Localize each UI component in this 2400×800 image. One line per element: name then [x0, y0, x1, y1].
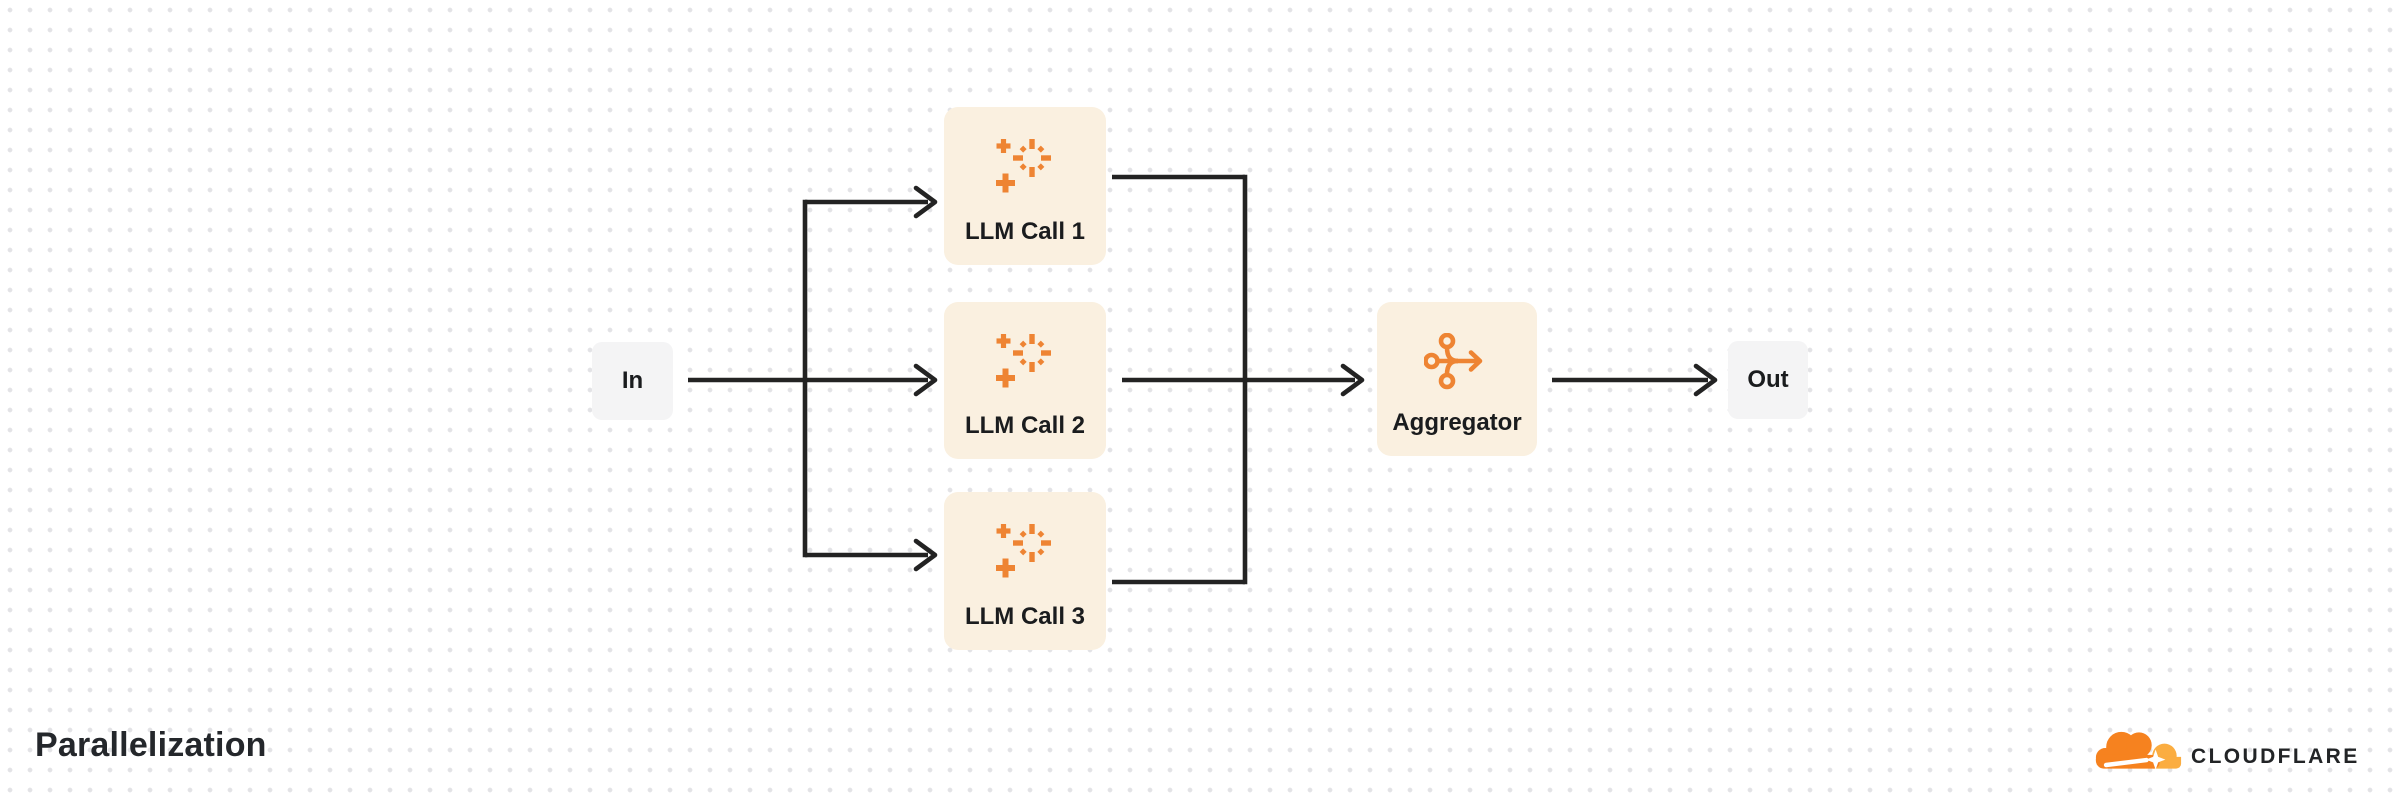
- node-llm3-label: LLM Call 3: [964, 603, 1085, 630]
- merge-arrow-icon: [1424, 331, 1490, 393]
- node-llm-call-3: LLM Call 3: [944, 492, 1106, 650]
- node-llm-call-2: LLM Call 2: [944, 302, 1106, 459]
- arrowhead-aggregator: [1340, 363, 1365, 397]
- node-llm-call-1: LLM Call 1: [944, 107, 1106, 265]
- node-in-label: In: [621, 367, 644, 394]
- arrowhead-out: [1693, 363, 1718, 397]
- node-aggregator-label: Aggregator: [1392, 409, 1522, 436]
- node-llm2-label: LLM Call 2: [964, 412, 1085, 439]
- sparkle-icon: [993, 521, 1057, 583]
- cloudflare-cloud-icon: [2095, 731, 2182, 770]
- node-aggregator: Aggregator: [1377, 302, 1537, 456]
- node-llm1-label: LLM Call 1: [964, 218, 1085, 245]
- arrowhead-llm2: [913, 363, 938, 397]
- node-out-label: Out: [1747, 366, 1789, 393]
- sparkle-icon: [993, 331, 1057, 393]
- node-in: In: [592, 342, 673, 420]
- node-out: Out: [1728, 341, 1808, 419]
- arrowhead-llm3: [913, 538, 938, 572]
- arrowhead-llm1: [913, 185, 938, 219]
- cloudflare-wordmark: CLOUDFLARE: [2191, 745, 2360, 768]
- sparkle-icon: [993, 136, 1057, 198]
- diagram-title: Parallelization: [35, 726, 267, 764]
- cloudflare-brand: CLOUDFLARE: [2091, 724, 2360, 776]
